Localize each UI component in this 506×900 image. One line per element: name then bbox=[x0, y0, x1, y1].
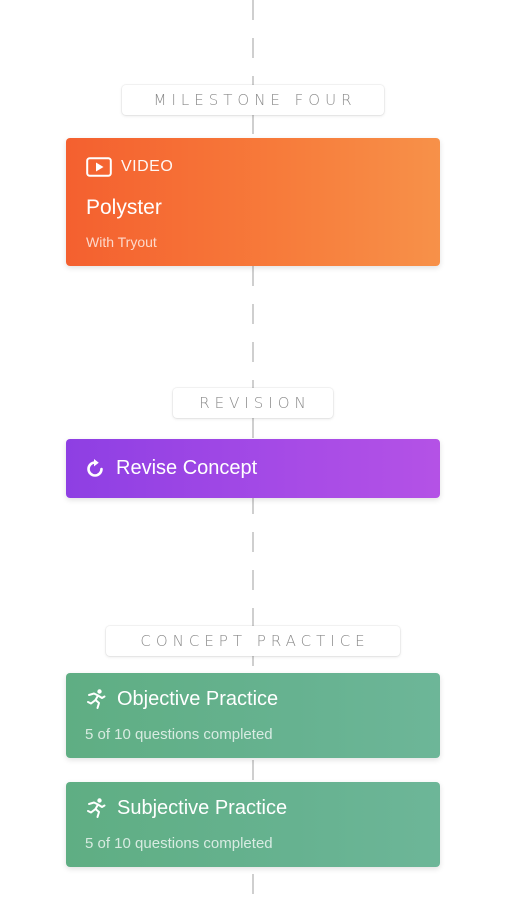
subjective-practice-title: Subjective Practice bbox=[117, 796, 288, 819]
subjective-practice-header: Subjective Practice bbox=[85, 795, 421, 821]
subjective-practice-card[interactable]: Subjective Practice 5 of 10 questions co… bbox=[66, 782, 440, 867]
objective-practice-header: Objective Practice bbox=[85, 686, 421, 712]
running-person-icon bbox=[85, 688, 107, 710]
concept-practice-label: CONCEPT PRACTICE bbox=[106, 626, 400, 656]
milestone-four-label: MILESTONE FOUR bbox=[122, 85, 384, 115]
video-card[interactable]: VIDEO Polyster With Tryout bbox=[66, 138, 440, 266]
refresh-icon bbox=[84, 458, 106, 480]
running-person-icon bbox=[85, 797, 107, 819]
video-kind-row: VIDEO bbox=[86, 156, 420, 178]
objective-practice-progress: 5 of 10 questions completed bbox=[85, 726, 273, 743]
play-video-icon bbox=[86, 157, 112, 177]
video-title: Polyster bbox=[86, 196, 162, 219]
revision-label: REVISION bbox=[173, 388, 333, 418]
video-subtitle: With Tryout bbox=[86, 234, 157, 250]
objective-practice-title: Objective Practice bbox=[117, 687, 279, 710]
subjective-practice-progress: 5 of 10 questions completed bbox=[85, 835, 273, 852]
video-kind-label: VIDEO bbox=[121, 158, 174, 175]
objective-practice-card[interactable]: Objective Practice 5 of 10 questions com… bbox=[66, 673, 440, 758]
revise-concept-card[interactable]: Revise Concept bbox=[66, 439, 440, 498]
revise-concept-label: Revise Concept bbox=[116, 457, 258, 479]
